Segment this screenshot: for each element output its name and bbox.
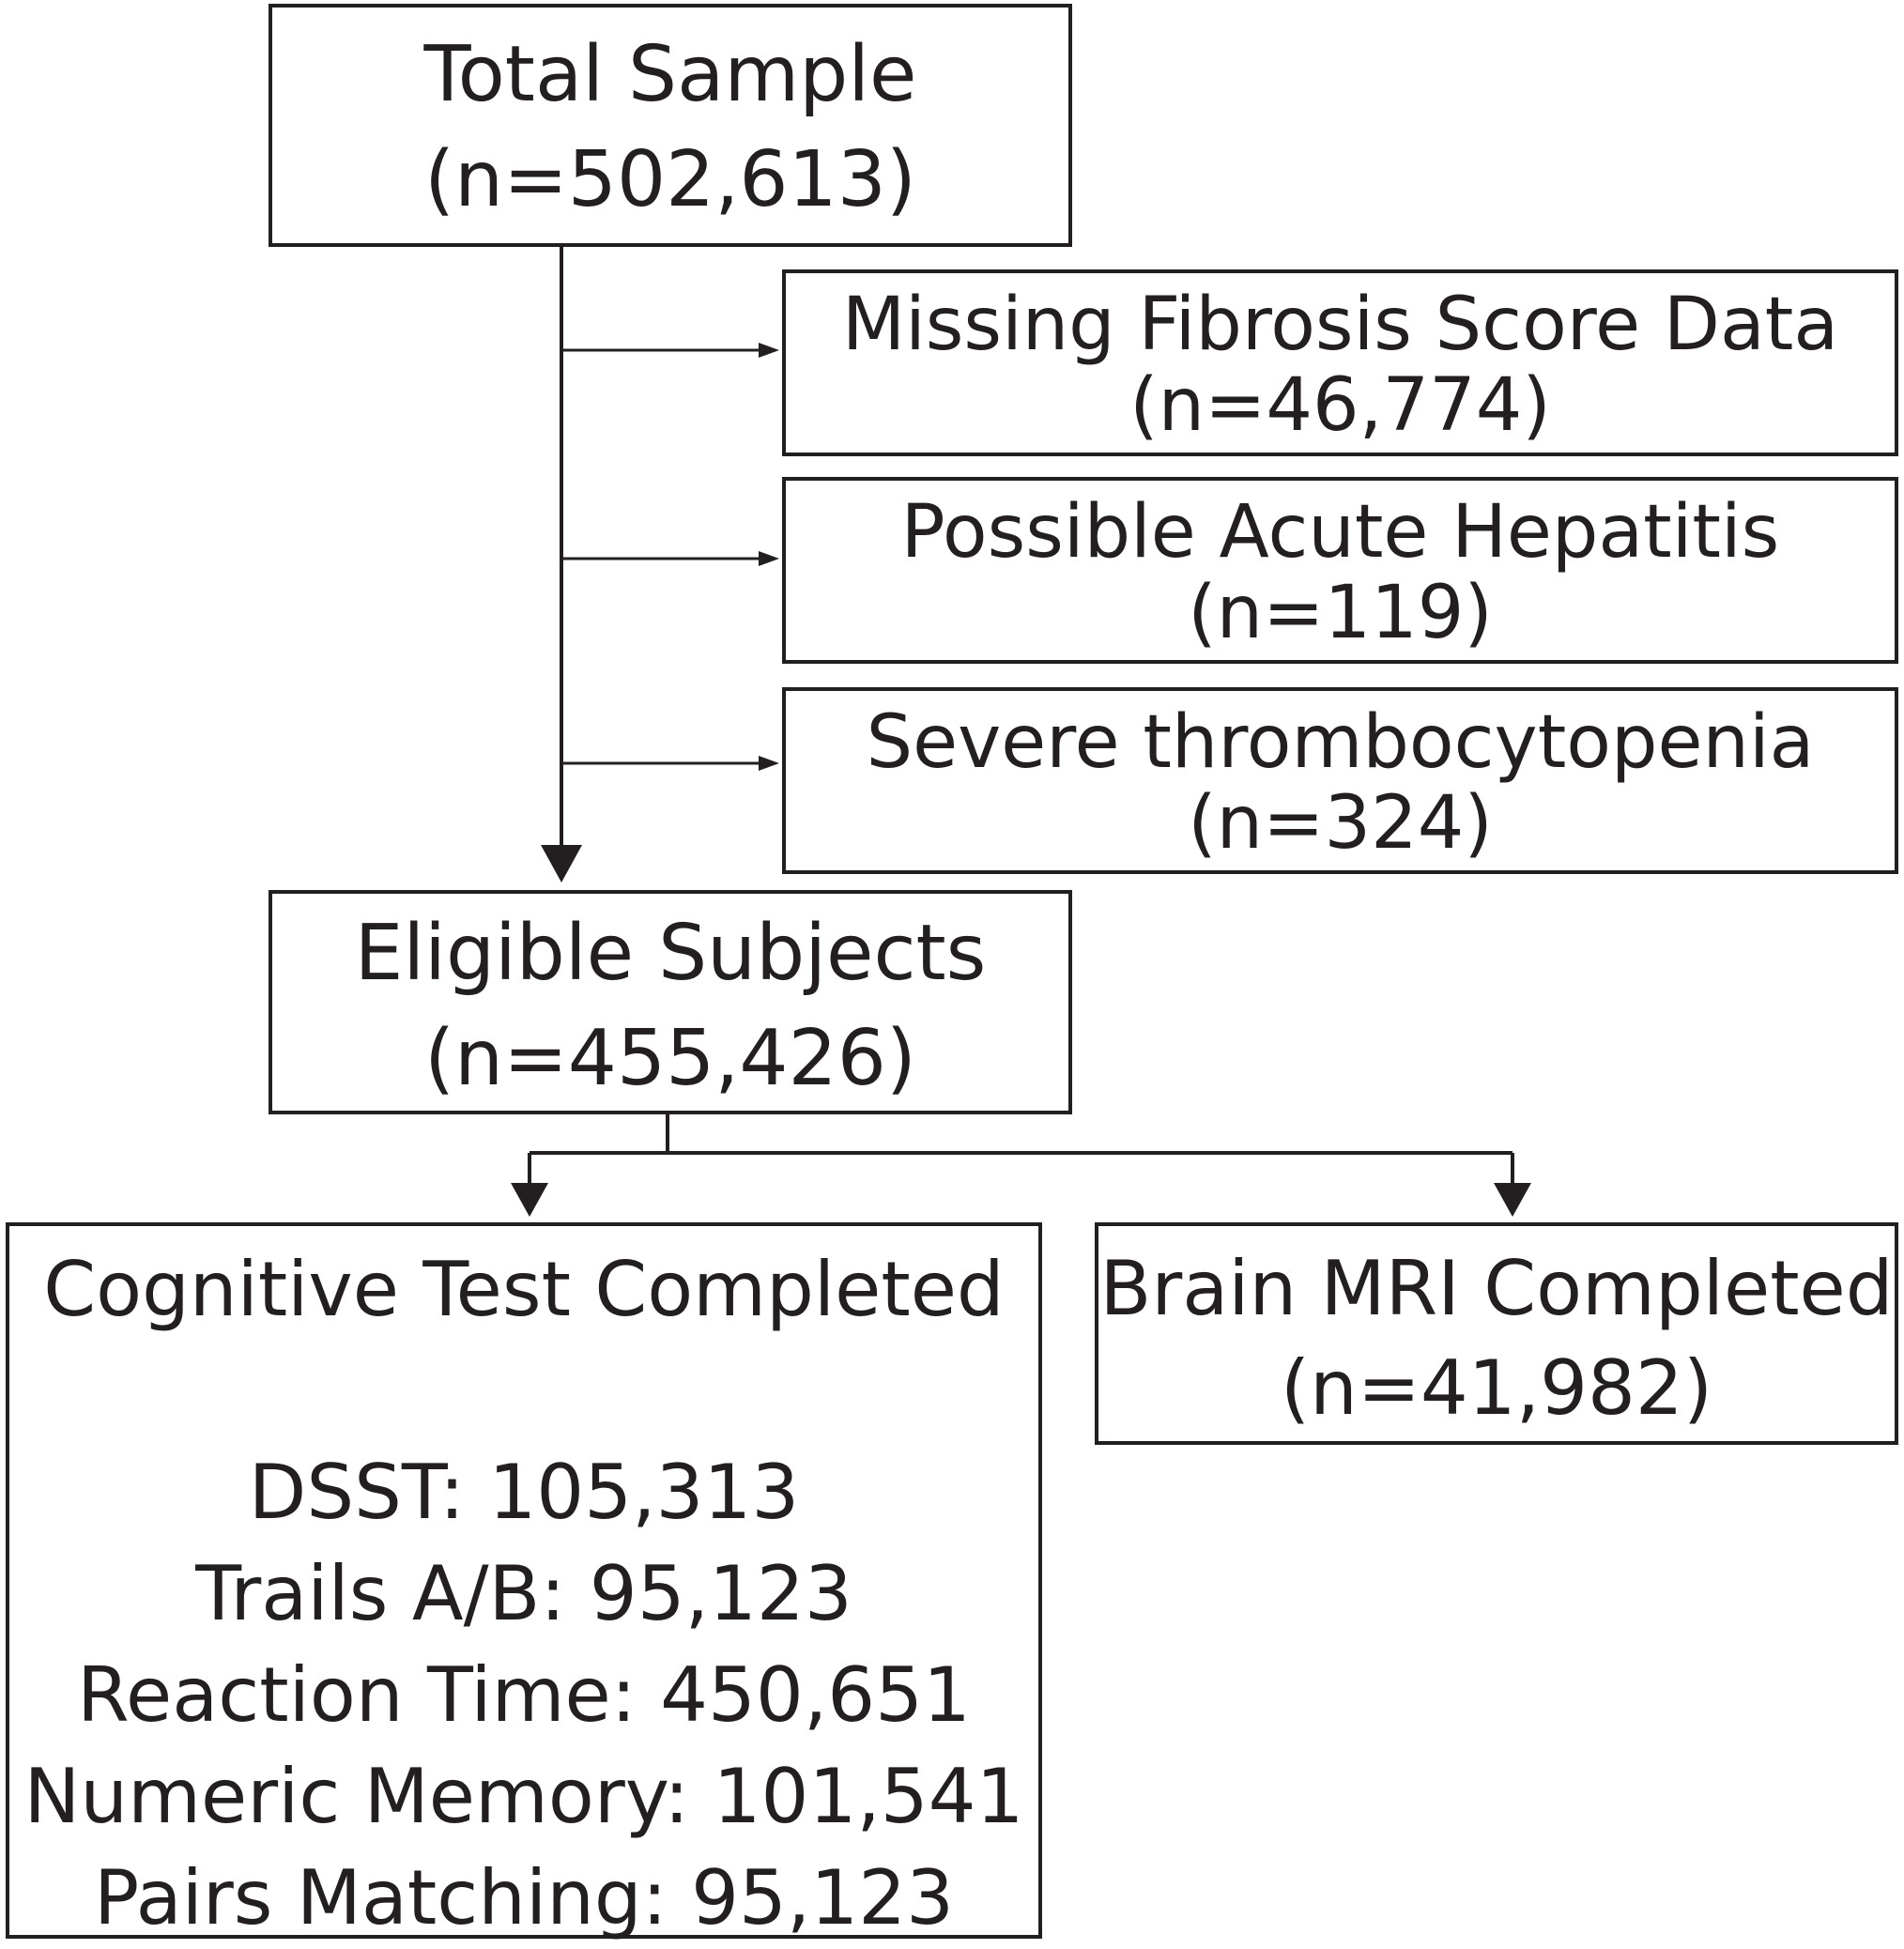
brain-mri-box: Brain MRI Completed (n=41,982) bbox=[1095, 1222, 1898, 1445]
total-sample-title: Total Sample bbox=[423, 30, 917, 119]
thrombocytopenia-box: Severe thrombocytopenia (n=324) bbox=[782, 687, 1898, 874]
eligible-subjects-count: (n=455,426) bbox=[424, 1014, 916, 1103]
missing-fibrosis-box: Missing Fibrosis Score Data (n=46,774) bbox=[782, 269, 1898, 456]
cognitive-test-item: Reaction Time: 450,651 bbox=[77, 1651, 971, 1739]
cognitive-test-spacer bbox=[9, 1341, 1038, 1442]
cognitive-test-item: DSST: 105,313 bbox=[248, 1449, 800, 1536]
thrombocytopenia-title: Severe thrombocytopenia bbox=[866, 700, 1815, 785]
brain-mri-title: Brain MRI Completed bbox=[1099, 1245, 1894, 1332]
thrombocytopenia-count: (n=324) bbox=[1188, 781, 1493, 866]
total-sample-box: Total Sample (n=502,613) bbox=[269, 4, 1072, 247]
eligible-subjects-box: Eligible Subjects (n=455,426) bbox=[269, 890, 1072, 1114]
acute-hepatitis-box: Possible Acute Hepatitis (n=119) bbox=[782, 477, 1898, 664]
cognitive-test-box: Cognitive Test Completed DSST: 105,313 T… bbox=[6, 1222, 1042, 1941]
split-left-arrowhead bbox=[511, 1183, 548, 1217]
missing-fibrosis-title: Missing Fibrosis Score Data bbox=[841, 283, 1839, 367]
branch-arrowhead-hepatitis bbox=[759, 551, 779, 566]
cognitive-test-title: Cognitive Test Completed bbox=[43, 1246, 1005, 1333]
missing-fibrosis-count: (n=46,774) bbox=[1129, 363, 1551, 448]
branch-arrowhead-thrombo bbox=[759, 756, 779, 771]
cognitive-test-item: Trails A/B: 95,123 bbox=[195, 1550, 852, 1637]
total-sample-count: (n=502,613) bbox=[424, 135, 916, 224]
cognitive-test-item: Numeric Memory: 101,541 bbox=[23, 1753, 1024, 1840]
acute-hepatitis-title: Possible Acute Hepatitis bbox=[900, 490, 1780, 575]
trunk-arrowhead bbox=[541, 845, 582, 882]
branch-arrowhead-fibrosis bbox=[759, 343, 779, 358]
cognitive-test-item: Pairs Matching: 95,123 bbox=[93, 1854, 954, 1941]
acute-hepatitis-count: (n=119) bbox=[1188, 571, 1493, 655]
brain-mri-count: (n=41,982) bbox=[1280, 1344, 1713, 1432]
split-right-arrowhead bbox=[1494, 1183, 1531, 1217]
eligible-subjects-title: Eligible Subjects bbox=[354, 909, 987, 998]
